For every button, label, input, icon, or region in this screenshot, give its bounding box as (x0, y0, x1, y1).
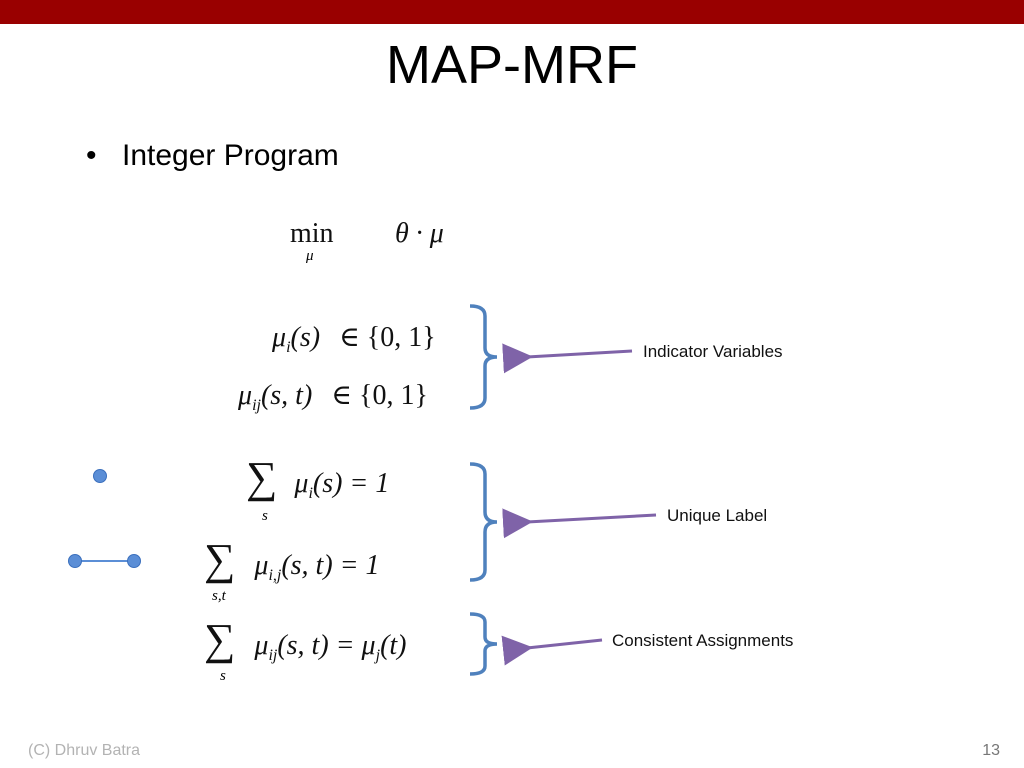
objective-min-subscript: μ (306, 248, 314, 264)
page-number: 13 (982, 742, 1000, 759)
indicator-variables-label: Indicator Variables (643, 342, 783, 361)
unique-label-sum-pairwise-index: s,t (212, 588, 226, 604)
bullet-item: • Integer Program (86, 136, 339, 176)
edge-node-right-icon (127, 554, 141, 568)
indicator-bracket (469, 304, 498, 410)
consistency-sum: ∑ μij(s, t) = μj(t) (204, 615, 407, 665)
unique-label-sum-unary: ∑ μi(s) = 1 (246, 453, 390, 503)
indicator-arrow (502, 343, 633, 374)
unique-label-arrow (502, 508, 657, 539)
consistent-assignments-label: Consistent Assignments (612, 631, 794, 650)
indicator-constraint-pairwise: μij(s, t) ∈ {0, 1} (238, 380, 428, 414)
slide-title: MAP-MRF (386, 35, 638, 95)
consistency-sum-index: s (220, 668, 226, 684)
bullet-marker: • (86, 139, 97, 172)
edge-node-left-icon (68, 554, 82, 568)
objective-min: min (290, 218, 334, 249)
footer-author: (C) Dhruv Batra (28, 742, 141, 759)
consistency-arrow (501, 635, 603, 666)
objective-expression: θ · μ (395, 218, 444, 249)
unique-label-bracket (469, 462, 498, 582)
top-accent-bar (0, 0, 1024, 24)
bullet-text: Integer Program (122, 139, 339, 172)
unique-label-sum-pairwise: ∑ μi,j(s, t) = 1 (204, 535, 380, 585)
single-node-icon (93, 469, 107, 483)
unique-label-label: Unique Label (667, 506, 768, 525)
indicator-constraint-unary: μi(s) ∈ {0, 1} (272, 322, 436, 356)
consistency-bracket (469, 612, 498, 676)
unique-label-sum-unary-index: s (262, 508, 268, 524)
